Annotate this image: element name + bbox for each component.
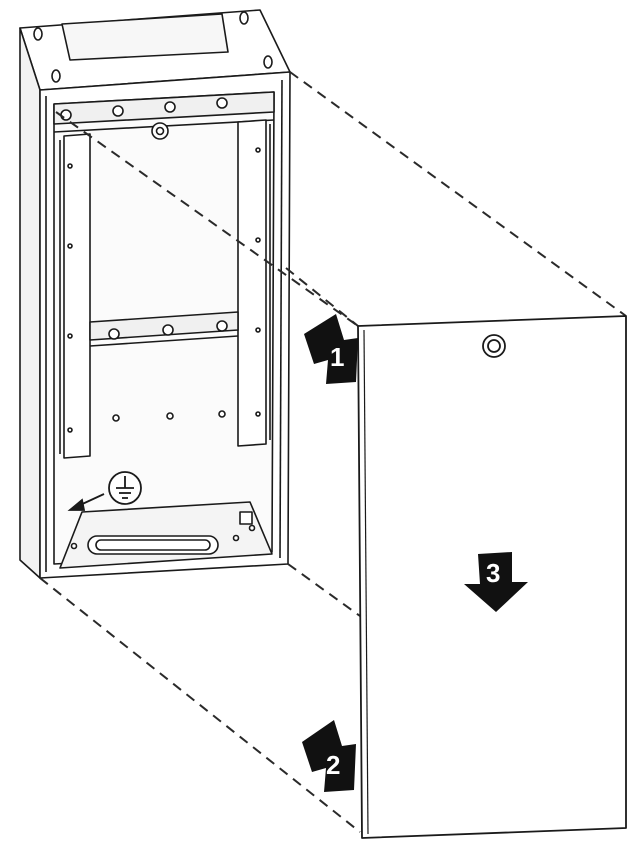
middle-rail-screws: [108, 320, 228, 340]
bracket-holes: [67, 147, 261, 433]
screw-icon: [108, 328, 120, 340]
step-2-arrow: 2: [302, 720, 356, 792]
right-bracket: [237, 119, 267, 447]
arrow-icon: [304, 314, 358, 384]
projection-lines: [39, 71, 627, 833]
cover-panel-side: [363, 329, 369, 835]
enclosure-left-side: [19, 27, 41, 579]
step-1-label: 1: [330, 342, 344, 372]
screw-icon: [51, 69, 61, 83]
enclosure-top-recess: [61, 13, 229, 61]
guide-top-back: [289, 71, 627, 317]
guide-right-mid: [285, 267, 359, 327]
screw-icon: [239, 11, 249, 25]
inner-right-edge: [279, 79, 283, 559]
step-3-arrow: 3: [464, 552, 528, 612]
earth-bolt: [239, 511, 253, 525]
screw-icon: [164, 101, 176, 113]
step-3-label: 3: [486, 558, 500, 588]
guide-top-front: [55, 111, 359, 327]
step-1-arrow: 1: [304, 314, 358, 384]
top-screws: [33, 11, 273, 83]
screw-icon: [263, 55, 273, 69]
mounting-studs: [112, 410, 226, 422]
screw-icon: [216, 97, 228, 109]
screw-icon: [33, 27, 43, 41]
guide-bottom-front: [39, 577, 361, 833]
screw-icon: [216, 320, 228, 332]
left-bracket: [63, 133, 91, 459]
ground-indicator: [67, 471, 142, 511]
lock-icon: [482, 334, 506, 358]
screw-icon: [60, 109, 72, 121]
arrow-icon: [302, 720, 356, 792]
enclosure: [19, 9, 291, 579]
screw-icon: [112, 105, 124, 117]
guide-bottom-back: [287, 563, 361, 617]
screw-icon: [162, 324, 174, 336]
step-2-label: 2: [326, 750, 340, 780]
arrow-icon: [464, 552, 528, 612]
